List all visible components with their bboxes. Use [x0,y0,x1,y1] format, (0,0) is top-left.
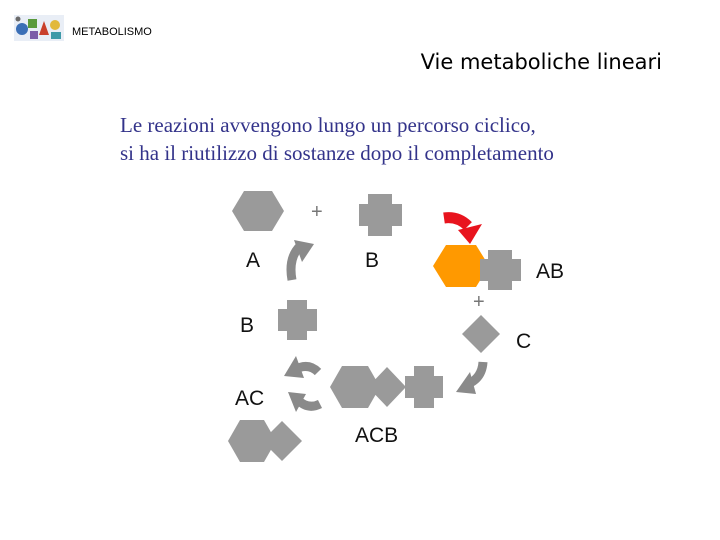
molecule-b-cross [359,194,402,236]
curved-arrow-2 [456,361,488,394]
red-arrow [443,212,482,244]
ab-orange-hexagon [433,245,489,287]
label-ac: AC [235,387,264,410]
label-acb: ACB [355,424,398,447]
label-b-left: B [240,314,254,337]
ac-hexagon [228,420,276,462]
molecule-c-diamond [462,315,500,353]
metabolism-logo [14,15,64,41]
label-ab: AB [536,260,564,283]
molecule-b-left-cross [278,300,317,340]
curved-arrow-3 [284,356,322,378]
molecule-a-hexagon [232,191,284,231]
acb-cross [405,366,443,408]
slide-title: Vie metaboliche lineari [420,50,662,74]
curved-arrow-1 [286,240,314,281]
ac-diamond [262,421,302,461]
body-line-1: Le reazioni avvengono lungo un percorso … [120,113,536,137]
header-label: METABOLISMO [72,26,152,38]
plus-right: + [473,291,485,313]
label-c: C [516,330,531,353]
plus-top: + [311,201,323,223]
ab-cross [480,250,521,290]
acb-diamond [368,367,406,407]
curved-arrow-4 [288,392,323,412]
body-text: Le reazioni avvengono lungo un percorso … [120,111,554,167]
label-a: A [246,249,260,272]
label-b-top: B [365,249,379,272]
acb-hexagon [330,366,380,408]
body-line-2: si ha il riutilizzo di sostanze dopo il … [120,141,554,165]
